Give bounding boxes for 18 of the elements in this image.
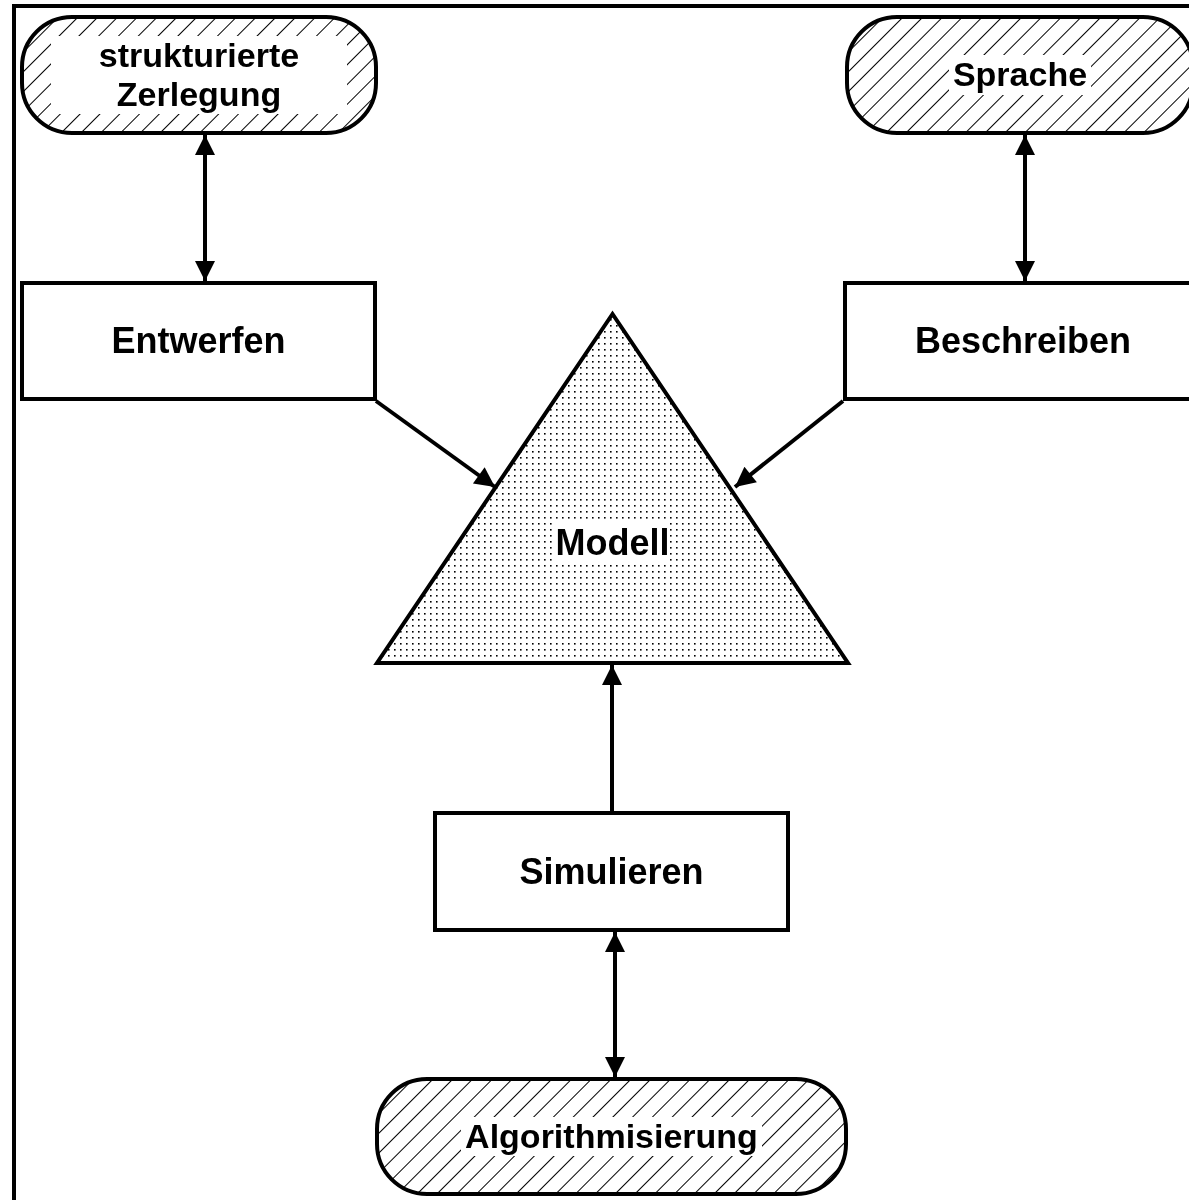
node-label: Simulieren (519, 850, 704, 893)
process-box (433, 811, 790, 932)
model-triangle (375, 312, 850, 665)
process-box (20, 281, 377, 401)
arrow (1015, 135, 1035, 281)
node-label: Algorithmisierung (461, 1116, 762, 1157)
arrow (195, 135, 215, 281)
arrow (374, 399, 497, 489)
node-label: Beschreiben (914, 320, 1132, 362)
node-label: Sprache (948, 55, 1092, 95)
node-label: Entwerfen (111, 320, 286, 362)
rounded-hatched-box (845, 15, 1189, 135)
node-label: strukturierte Zerlegung (51, 35, 347, 115)
arrow (733, 399, 845, 489)
process-box (843, 281, 1189, 401)
arrow (605, 932, 625, 1077)
arrow (602, 665, 622, 811)
node-label: Modell (555, 522, 670, 564)
